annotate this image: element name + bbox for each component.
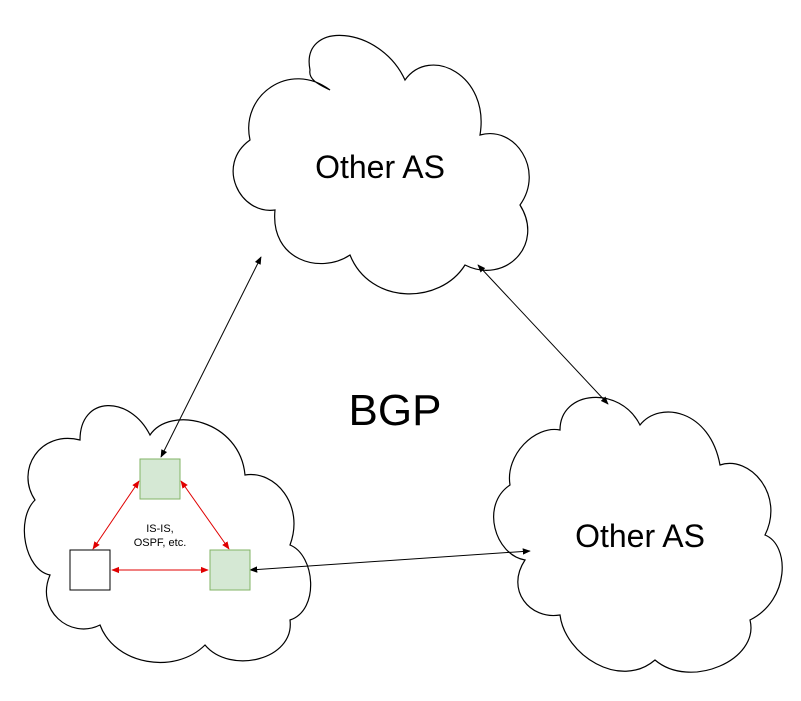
igp-link-top-left [92, 480, 140, 550]
ebgp-link-top [160, 256, 262, 458]
as-label-right: Other AS [575, 518, 705, 554]
igp-label-line2: OSPF, etc. [134, 537, 187, 549]
igp-link-top-right [180, 480, 230, 550]
internal-router [69, 549, 111, 591]
ebgp-link-as-to-as [477, 264, 609, 405]
protocol-label: BGP [349, 386, 442, 435]
as-label-top: Other AS [315, 149, 445, 185]
as-cloud-right [493, 396, 783, 673]
border-router-right [209, 549, 251, 591]
ebgp-link-right [249, 548, 531, 573]
igp-label-line1: IS-IS, [146, 523, 174, 535]
border-router-top [139, 458, 181, 500]
